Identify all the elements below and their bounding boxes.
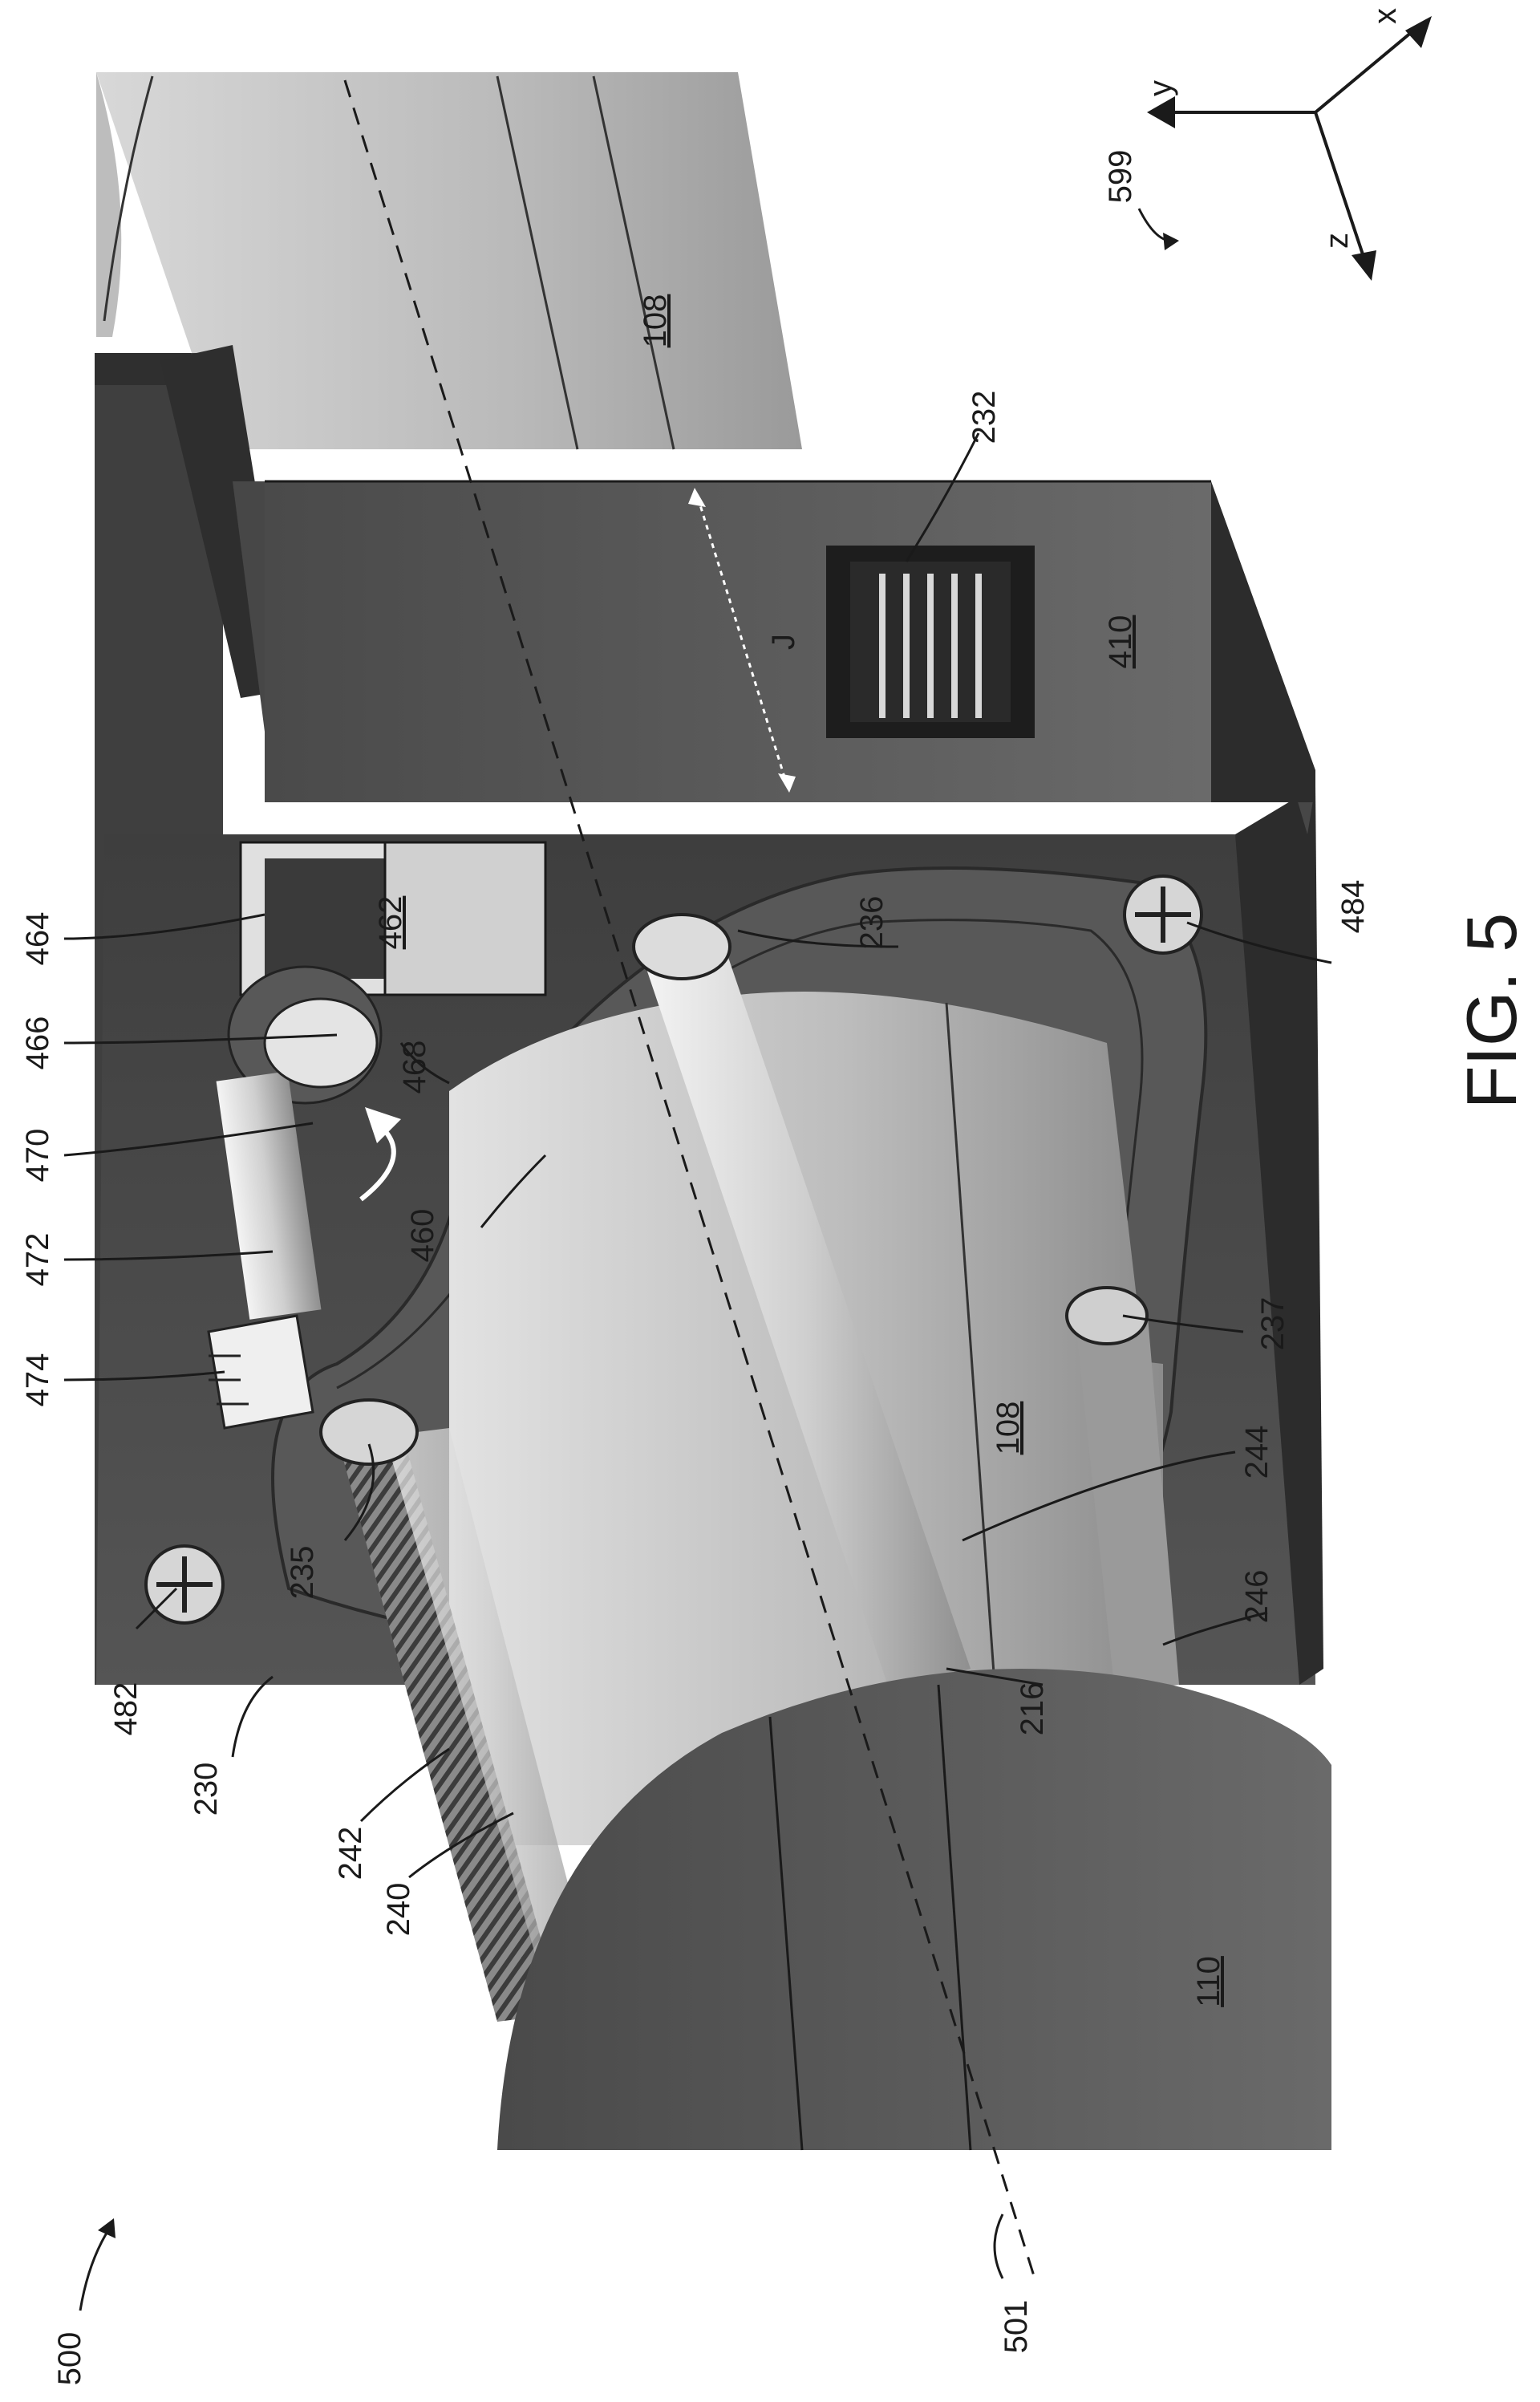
label-501: 501 [999,2300,1034,2354]
cap-410 [233,481,1315,834]
label-236: 236 [854,896,890,950]
screw-482 [146,1546,223,1623]
coordinate-triad [1139,16,1432,281]
label-500: 500 [52,2332,87,2386]
label-468: 468 [397,1041,432,1094]
label-216: 216 [1015,1682,1050,1736]
label-232: 232 [967,391,1002,444]
label-472: 472 [20,1233,55,1287]
label-242: 242 [333,1827,368,1881]
axis-x-label: x [1368,8,1403,24]
label-474: 474 [20,1353,55,1407]
label-462: 462 [373,896,408,950]
axis-z-label: z [1319,233,1355,249]
axis-y-label: y [1143,80,1178,96]
label-470: 470 [20,1129,55,1183]
label-108-back: 108 [638,294,673,348]
label-246: 246 [1239,1570,1275,1624]
label-237: 237 [1255,1297,1291,1351]
label-410: 410 [1103,615,1138,669]
figure-caption: FIG. 5 [1452,913,1531,1110]
label-230: 230 [188,1763,224,1816]
label-482: 482 [108,1682,144,1736]
label-466: 466 [20,1016,55,1070]
label-244: 244 [1239,1426,1275,1479]
screw-484 [1125,876,1202,953]
label-110: 110 [1191,1956,1226,2007]
connector-232 [826,546,1035,738]
label-599: 599 [1103,150,1138,204]
label-460: 460 [405,1209,440,1263]
label-464: 464 [20,912,55,966]
label-484: 484 [1335,880,1371,934]
label-j: J [766,634,801,650]
label-108-main: 108 [991,1402,1026,1455]
label-235: 235 [285,1546,320,1600]
view-arrow-500 [80,2218,116,2311]
label-240: 240 [381,1883,416,1937]
